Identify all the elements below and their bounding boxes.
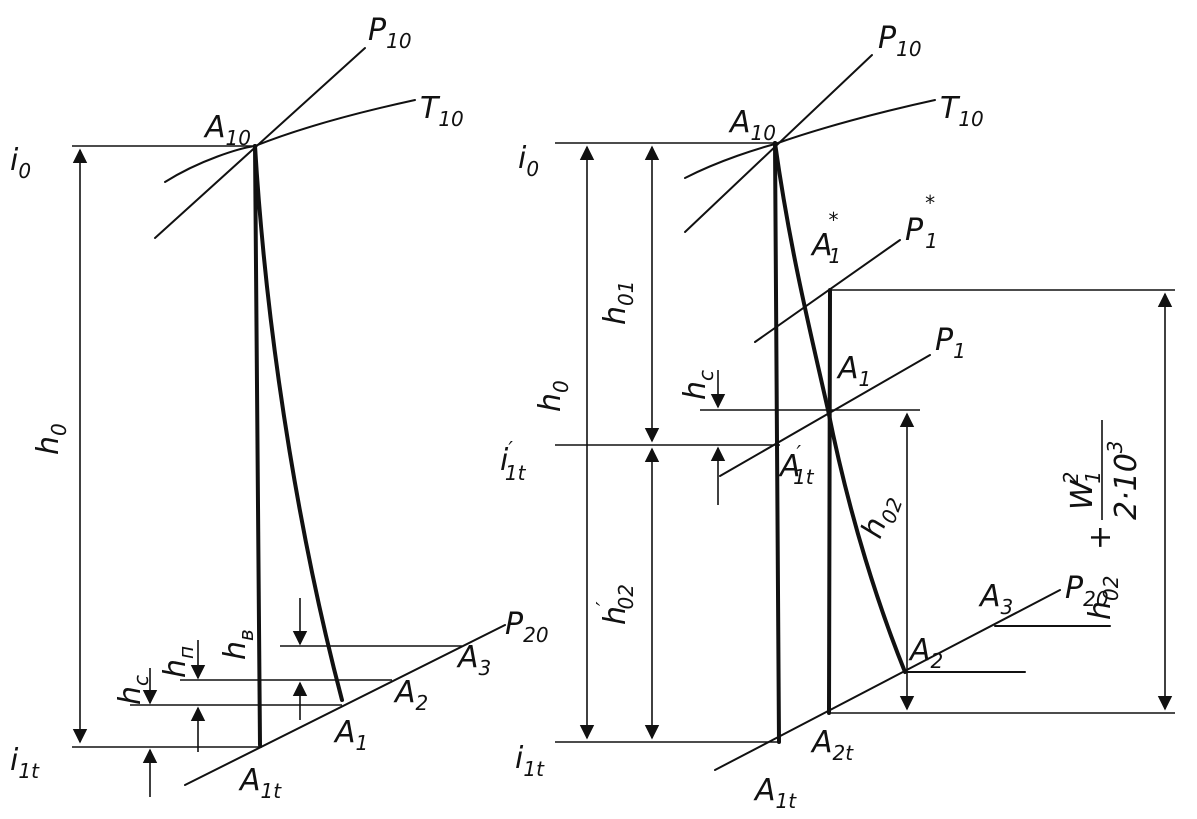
left-label-i0: i0: [10, 143, 31, 183]
right-isentrope-second: [827, 288, 832, 715]
right-label-a10: A10: [728, 105, 776, 145]
right-label-a1t: A1t: [753, 773, 797, 813]
right-label-h02-prime: h′02: [592, 584, 638, 625]
right-label-a3: A3: [978, 579, 1013, 619]
left-diagram: i0 i1t A10 P10 T10 P20 A1t A1 A2 A3 h0 h…: [10, 13, 549, 803]
right-formula-plus: +: [1083, 525, 1118, 550]
left-isotherm-t10: [164, 99, 416, 183]
left-label-a3: A3: [456, 640, 491, 680]
left-label-a1t: A1t: [238, 763, 282, 803]
right-label-i0: i0: [518, 141, 539, 181]
right-isentrope-main: [773, 141, 781, 744]
right-label-a2t: A2t: [810, 725, 854, 765]
right-formula-numerator: W21: [1059, 471, 1105, 510]
left-label-hc: hc: [113, 675, 153, 705]
left-label-hn: hп: [158, 646, 198, 678]
right-label-a1t-prime: A′1t: [778, 441, 815, 489]
left-label-t10: T10: [420, 91, 464, 131]
right-formula-denominator: 2·103: [1103, 440, 1144, 520]
right-label-a1: A1: [836, 351, 871, 391]
right-isotherm-t10: [684, 99, 936, 179]
right-label-i1t: i1t: [515, 741, 545, 781]
left-label-p20: P20: [505, 607, 549, 647]
left-label-h0: h0: [31, 423, 71, 455]
right-label-p1: P1: [935, 323, 966, 363]
right-expansion-line: [773, 141, 907, 674]
right-label-hc: hc: [678, 370, 718, 400]
left-isobar-p20: [184, 624, 506, 786]
right-formula: h02 + W21 2·103: [1059, 420, 1144, 620]
right-label-a1-star: A*1: [810, 208, 841, 268]
right-label-p20: P20: [1065, 571, 1109, 611]
left-label-a10: A10: [203, 110, 251, 150]
left-label-i1t: i1t: [10, 743, 40, 783]
left-label-a1: A1: [333, 715, 368, 755]
right-label-h0: h0: [533, 380, 573, 412]
right-diagram: i0 i′1t i1t A10 P10 T10 A*1 P*1 A1 P1 A′…: [500, 21, 1175, 813]
left-expansion-line: [253, 144, 344, 702]
right-formula-base: h02: [1083, 576, 1123, 620]
right-label-i1t-prime: i′1t: [500, 437, 527, 485]
left-label-hv: hв: [218, 629, 258, 660]
right-label-p1-star: P*1: [905, 191, 938, 253]
right-label-h02: h02: [855, 489, 908, 544]
left-isentrope: [253, 144, 262, 747]
right-isobar-p20: [714, 589, 1061, 771]
right-isobar-p1-star: [754, 239, 901, 343]
right-label-t10: T10: [940, 91, 984, 131]
right-isobar-p1: [719, 354, 931, 477]
right-label-a2: A2: [908, 633, 943, 673]
left-label-a2: A2: [393, 675, 428, 715]
left-label-p10: P10: [368, 13, 412, 53]
right-label-p10: P10: [878, 21, 922, 61]
right-label-h01: h01: [598, 281, 638, 325]
